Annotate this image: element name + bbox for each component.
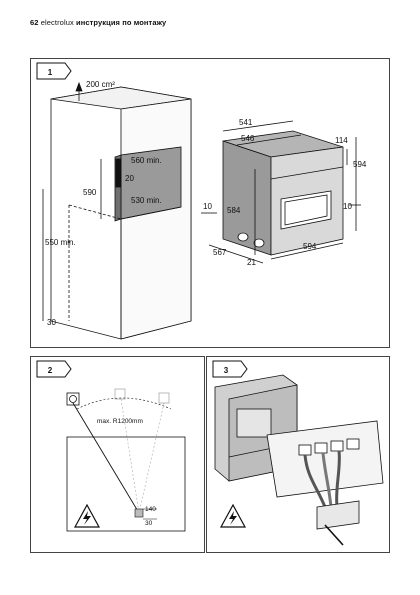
dim-541-label: 541 bbox=[239, 118, 253, 127]
radius-label: max. R1200mm bbox=[97, 418, 143, 425]
socket-icon-faded bbox=[114, 388, 170, 404]
socket-icon bbox=[66, 392, 80, 406]
step-number-1: 1 bbox=[48, 68, 53, 77]
page-number: 62 bbox=[30, 18, 39, 27]
dim-530-label: 530 min. bbox=[131, 196, 162, 205]
cable-line bbox=[72, 402, 140, 514]
vent-area-label: 200 cm² bbox=[86, 80, 115, 89]
dim-140-label: 140 bbox=[145, 506, 156, 513]
step-badge-1: 1 bbox=[36, 62, 72, 80]
dim-594-right-label: 594 bbox=[353, 160, 367, 169]
figure-1-panel: 1 200 c bbox=[30, 58, 390, 348]
dim-560-label: 560 min. bbox=[131, 156, 162, 165]
radius-arc bbox=[76, 397, 172, 410]
dim-594-bottom-label: 594 bbox=[303, 242, 317, 251]
figure-2-drawing: 2 max. R1200mm 140 30 bbox=[36, 360, 186, 532]
dim-10-left-label: 10 bbox=[203, 202, 212, 211]
cable-clamp bbox=[316, 500, 360, 546]
dim-30-label: 30 bbox=[47, 318, 56, 327]
electric-warning-icon bbox=[73, 503, 101, 528]
step-number-2: 2 bbox=[48, 366, 53, 375]
electric-warning-icon bbox=[219, 503, 247, 528]
connection-box bbox=[134, 508, 144, 518]
dim-10-right-label: 10 bbox=[343, 202, 352, 211]
dim-567-label: 567 bbox=[213, 248, 227, 257]
figure-3-panel: 3 bbox=[206, 356, 390, 553]
dim-546-label: 546 bbox=[241, 134, 255, 143]
wall-niche bbox=[66, 436, 186, 532]
page-header: 62 electrolux инструкция по монтажу bbox=[30, 18, 166, 27]
brand-name: electrolux bbox=[40, 18, 74, 27]
figure-1-drawing: 1 200 c bbox=[36, 62, 367, 340]
page-title: инструкция по монтажу bbox=[76, 18, 167, 27]
dim-114-label: 114 bbox=[335, 136, 348, 145]
figure-2-panel: 2 max. R1200mm 140 30 bbox=[30, 356, 205, 553]
oven-drawing bbox=[201, 120, 361, 264]
step-number-3: 3 bbox=[224, 366, 229, 375]
dim-20-label: 20 bbox=[125, 174, 134, 183]
step-badge-2: 2 bbox=[36, 360, 72, 378]
cabinet-drawing bbox=[42, 81, 192, 340]
figure-3-drawing: 3 bbox=[212, 360, 384, 546]
step-badge-3: 3 bbox=[212, 360, 248, 378]
dim-21-label: 21 bbox=[247, 258, 256, 267]
dim-550-label: 550 min. bbox=[45, 238, 76, 247]
dim-590-label: 590 bbox=[83, 188, 97, 197]
cable bbox=[303, 454, 327, 508]
dim-30-label-fig2: 30 bbox=[145, 520, 153, 527]
dim-584-label: 584 bbox=[227, 206, 241, 215]
